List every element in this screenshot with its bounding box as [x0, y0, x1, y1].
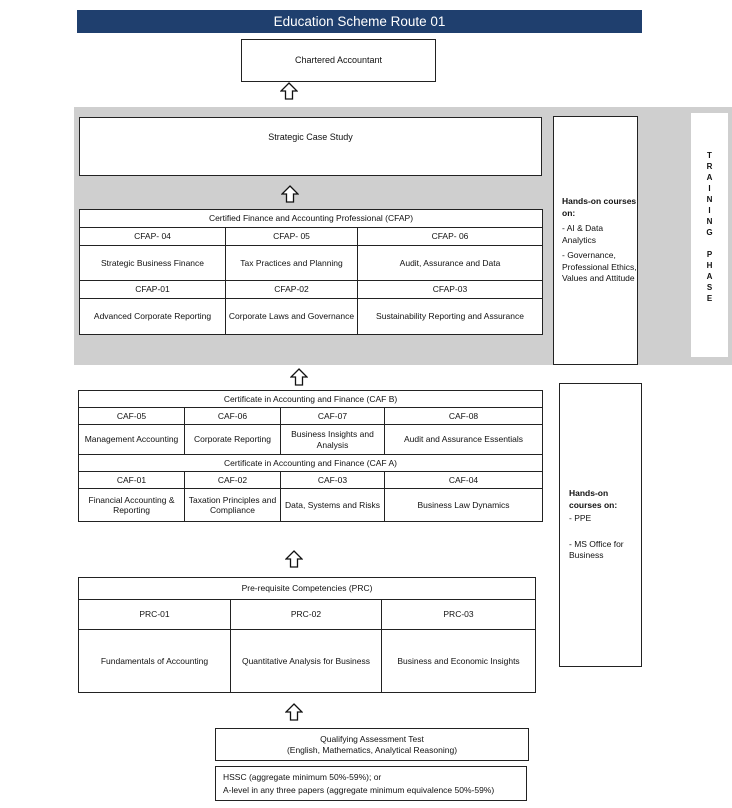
- cfap-table: Certified Finance and Accounting Profess…: [79, 209, 543, 335]
- prc-code: PRC-02: [230, 599, 382, 630]
- cfap-subject: Audit, Assurance and Data: [357, 245, 543, 281]
- entry-line: HSSC (aggregate minimum 50%-59%); or: [223, 771, 382, 782]
- caf-code: CAF-01: [78, 471, 185, 489]
- cfap-code: CFAP- 06: [357, 227, 543, 246]
- hands-on-item: - AI & Data Analytics: [562, 223, 604, 245]
- cfap-code: CFAP-03: [357, 280, 543, 299]
- cfap-subject: Tax Practices and Planning: [225, 245, 358, 281]
- caf-code: CAF-06: [184, 407, 281, 425]
- training-phase-letter: I: [708, 184, 711, 193]
- prc-subject: Fundamentals of Accounting: [78, 629, 231, 693]
- qat-box: Qualifying Assessment Test (English, Mat…: [215, 728, 529, 761]
- caf-table: Certificate in Accounting and Finance (C…: [77, 390, 544, 522]
- caf-subject: Audit and Assurance Essentials: [383, 424, 544, 455]
- hands-on-heading: Hands-on courses on:: [569, 488, 618, 510]
- page-title: Education Scheme Route 01: [77, 10, 642, 33]
- training-phase-letter: I: [708, 206, 711, 215]
- hands-on-heading: Hands-on courses on:: [562, 196, 637, 218]
- caf-subject: Management Accounting: [78, 424, 185, 455]
- prc-code: PRC-03: [380, 599, 537, 630]
- qat-subjects: (English, Mathematics, Analytical Reason…: [286, 744, 458, 755]
- cfap-subject: Strategic Business Finance: [79, 245, 226, 281]
- prc-subject: Business and Economic Insights: [380, 629, 537, 693]
- training-phase-letter: N: [706, 217, 713, 226]
- up-arrow-icon: [280, 82, 298, 100]
- training-phase-letter: A: [706, 272, 713, 281]
- entry-criteria-box: HSSC (aggregate minimum 50%-59%); or A-l…: [215, 766, 527, 801]
- caf-a-header: Certificate in Accounting and Finance (C…: [77, 454, 544, 472]
- hands-on-item: - Governance, Professional Ethics, Value…: [562, 250, 637, 284]
- caf-subject: Financial Accounting & Reporting: [78, 488, 185, 522]
- strategic-case-study-box: Strategic Case Study: [79, 117, 542, 176]
- training-hands-on-box: Hands-on courses on: - AI & Data Analyti…: [553, 116, 638, 365]
- prc-code: PRC-01: [78, 599, 231, 630]
- cfap-subject: Sustainability Reporting and Assurance: [357, 298, 543, 335]
- prc-subject: Quantitative Analysis for Business: [230, 629, 382, 693]
- training-phase-letter: N: [706, 195, 713, 204]
- training-phase-letter: [706, 238, 712, 249]
- strategic-case-study-label: Strategic Case Study: [268, 132, 353, 142]
- up-arrow-icon: [285, 550, 303, 568]
- training-phase-letter: A: [706, 173, 713, 182]
- training-phase-letter: G: [706, 228, 713, 237]
- entry-line: A-level in any three papers (aggregate m…: [223, 784, 495, 795]
- caf-code: CAF-04: [383, 471, 544, 489]
- caf-subject: Taxation Principles and Compliance: [184, 488, 281, 522]
- chartered-accountant-box: Chartered Accountant: [241, 39, 436, 82]
- cfap-code: CFAP-02: [225, 280, 358, 299]
- training-phase-letter: S: [706, 283, 713, 292]
- caf-b-header: Certificate in Accounting and Finance (C…: [77, 390, 544, 408]
- caf-subject: Business Insights and Analysis: [280, 424, 385, 455]
- caf-subject: Data, Systems and Risks: [280, 488, 385, 522]
- cfap-header: Certified Finance and Accounting Profess…: [79, 209, 543, 228]
- hands-on-item: - MS Office for Business: [569, 538, 624, 561]
- training-phase-letter: E: [706, 294, 713, 303]
- caf-subject: Corporate Reporting: [184, 424, 281, 455]
- up-arrow-icon: [285, 703, 303, 721]
- up-arrow-icon: [290, 368, 308, 386]
- training-phase-letter: T: [707, 151, 712, 160]
- training-phase-letter: R: [706, 162, 713, 171]
- cfap-subject: Corporate Laws and Governance: [225, 298, 358, 335]
- cfap-code: CFAP-01: [79, 280, 226, 299]
- training-phase-letter: P: [706, 250, 713, 259]
- prc-table: Pre-requisite Competencies (PRC) PRC-01 …: [77, 577, 537, 693]
- training-phase-letter: H: [706, 261, 713, 270]
- caf-code: CAF-02: [184, 471, 281, 489]
- cfap-subject: Advanced Corporate Reporting: [79, 298, 226, 335]
- caf-code: CAF-03: [280, 471, 385, 489]
- hands-on-item: - PPE: [569, 513, 592, 524]
- up-arrow-icon: [281, 185, 299, 203]
- caf-code: CAF-07: [280, 407, 385, 425]
- qat-title: Qualifying Assessment Test: [320, 733, 424, 744]
- caf-code: CAF-08: [383, 407, 544, 425]
- prc-header: Pre-requisite Competencies (PRC): [77, 577, 537, 600]
- cfap-code: CFAP- 04: [79, 227, 226, 246]
- caf-code: CAF-05: [78, 407, 185, 425]
- caf-subject: Business Law Dynamics: [383, 488, 544, 522]
- caf-hands-on-box: Hands-on courses on: - PPE - MS Office f…: [559, 383, 642, 667]
- cfap-code: CFAP- 05: [225, 227, 358, 246]
